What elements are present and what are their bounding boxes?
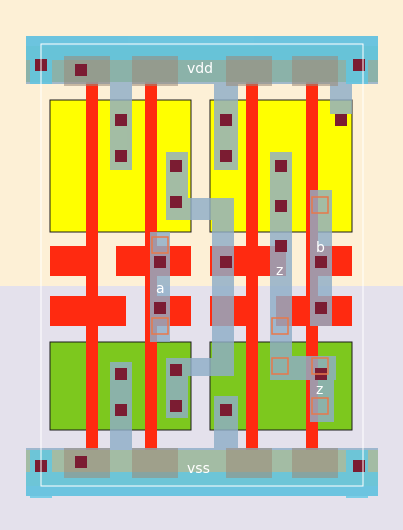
- contact: [335, 114, 347, 126]
- contact: [315, 302, 327, 314]
- contact: [115, 114, 127, 126]
- via: [271, 317, 289, 335]
- contact: [170, 364, 182, 376]
- m1-z-out: [310, 356, 334, 422]
- contact: [353, 460, 365, 472]
- input-a-label: a: [156, 281, 165, 297]
- poly-pad-1: [50, 246, 97, 276]
- contact: [170, 196, 182, 208]
- vdd-label: vdd: [187, 61, 213, 77]
- contact: [115, 150, 127, 162]
- m2-vss-right-tab: [346, 450, 368, 498]
- m1-z-drop: [212, 198, 234, 374]
- pad-vdd-4: [292, 56, 338, 86]
- vss-label: vss: [187, 461, 210, 477]
- contact: [275, 160, 287, 172]
- contact: [315, 256, 327, 268]
- pad-vdd-2: [132, 56, 178, 86]
- pad-vdd-3: [226, 56, 272, 86]
- output-z-label-lower: z: [316, 382, 323, 398]
- via: [311, 397, 329, 415]
- via: [311, 196, 329, 214]
- contact: [75, 456, 87, 468]
- input-b-label: b: [316, 240, 325, 256]
- pad-vss-4: [292, 448, 338, 478]
- contact: [154, 256, 166, 268]
- m1-strap-5: [214, 396, 238, 448]
- contact: [115, 404, 127, 416]
- m1-strap-3: [330, 84, 352, 114]
- output-z-label-upper: z: [276, 263, 283, 279]
- via: [311, 357, 329, 375]
- contact: [154, 302, 166, 314]
- contact: [275, 200, 287, 212]
- pad-vss-3: [226, 448, 272, 478]
- via: [151, 236, 169, 254]
- contact: [220, 404, 232, 416]
- contact: [170, 160, 182, 172]
- cell-boundary: [40, 43, 364, 487]
- poly-pad-5: [50, 296, 126, 326]
- vias: [151, 196, 329, 415]
- contact: [115, 368, 127, 380]
- contact: [220, 114, 232, 126]
- pad-vss-2: [132, 448, 178, 478]
- contacts: [35, 59, 365, 472]
- via: [151, 317, 169, 335]
- contact: [275, 240, 287, 252]
- contact: [353, 59, 365, 71]
- contact: [220, 150, 232, 162]
- via: [271, 357, 289, 375]
- contact: [170, 400, 182, 412]
- contact: [75, 64, 87, 76]
- m1-strap-1: [110, 84, 132, 170]
- contact: [220, 256, 232, 268]
